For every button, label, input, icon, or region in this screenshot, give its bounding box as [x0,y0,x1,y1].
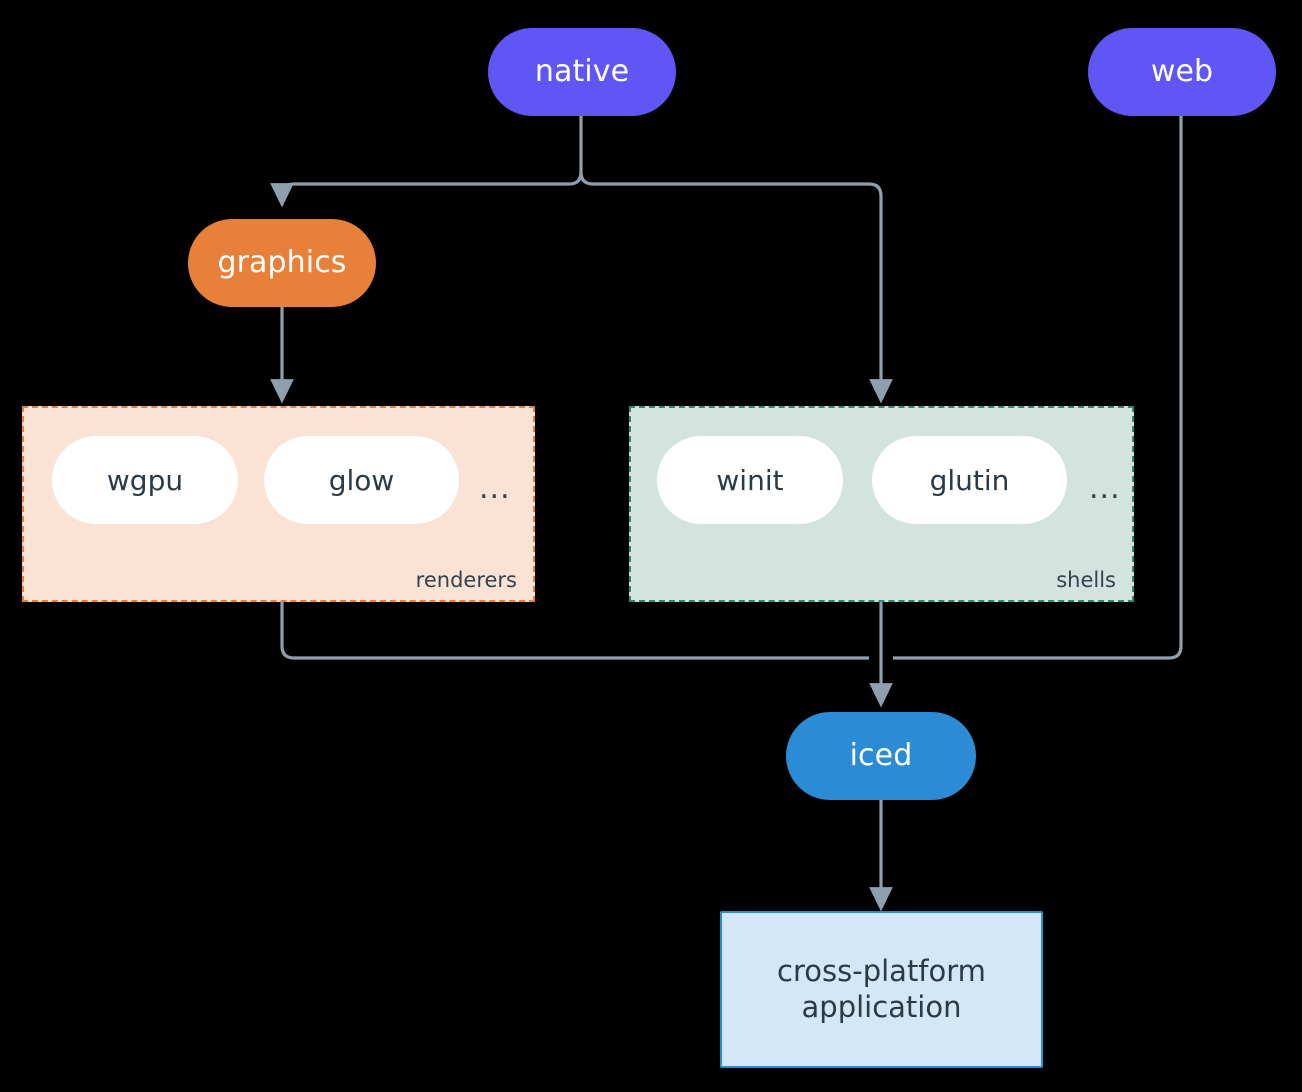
edge-native-to-shells [579,171,893,404]
node-native[interactable]: native [488,28,676,116]
node-graphics-label: graphics [217,244,347,280]
node-iced[interactable]: iced [786,712,976,800]
chip-wgpu[interactable]: wgpu [52,436,238,524]
chip-glutin[interactable]: glutin [872,436,1067,524]
node-web[interactable]: web [1088,28,1276,116]
node-web-label: web [1150,53,1214,89]
edge-renderers-to-iced [280,602,869,660]
node-iced-label: iced [849,737,913,773]
shells-ellipsis: ... [1089,471,1121,506]
group-shells: winit glutin ... shells [629,406,1134,602]
edge-native-to-graphics [270,171,583,208]
node-application-label-line1: cross-platform [777,954,986,989]
group-renderers-label: renderers [415,568,517,592]
chip-winit-label: winit [716,463,784,497]
node-application[interactable]: cross-platform application [720,911,1043,1068]
chip-glutin-label: glutin [929,463,1010,497]
node-application-label-line2: application [801,989,962,1024]
group-renderers: wgpu glow ... renderers [22,406,535,602]
chip-winit[interactable]: winit [657,436,843,524]
chip-wgpu-label: wgpu [106,463,184,497]
chip-glow-label: glow [328,463,395,497]
node-graphics[interactable]: graphics [188,219,376,307]
chip-glow[interactable]: glow [264,436,459,524]
group-shells-label: shells [1056,568,1116,592]
renderers-ellipsis: ... [479,471,511,506]
node-native-label: native [534,53,630,89]
